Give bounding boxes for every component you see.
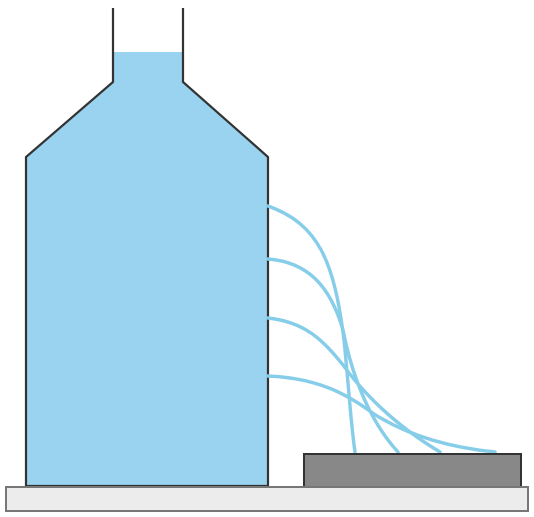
water-body [26,52,268,486]
base-platform [6,487,528,511]
water-jet-4 [268,376,495,452]
receiving-tray [304,454,521,487]
